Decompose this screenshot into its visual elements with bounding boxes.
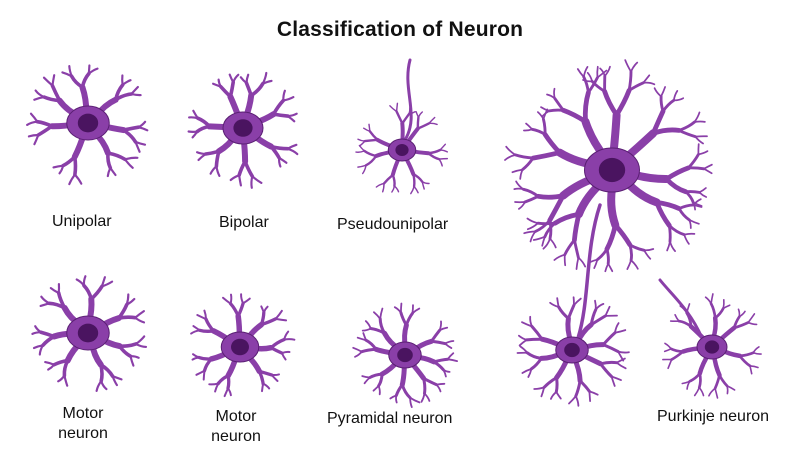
neuron-purkinje-2 xyxy=(658,278,762,399)
label-motor-neuron-1-line1: Motor xyxy=(62,405,104,422)
label-motor-neuron-2-line1: Motor xyxy=(215,408,257,425)
neuron-pseudounipolar xyxy=(355,58,449,195)
label-bipolar: Bipolar xyxy=(219,214,269,231)
label-unipolar: Unipolar xyxy=(52,213,112,230)
neuron-bipolar xyxy=(187,71,299,189)
neuron-pyramidal xyxy=(352,302,458,408)
label-motor-neuron-1-line2: neuron xyxy=(58,425,108,442)
label-purkinje-neuron: Purkinje neuron xyxy=(657,408,770,425)
neuron-motor-2 xyxy=(190,293,296,398)
diagram-title: Classification of Neuron xyxy=(276,18,524,41)
label-pseudounipolar: Pseudounipolar xyxy=(337,216,449,233)
neuron-unipolar xyxy=(26,64,149,186)
neuron-motor-1 xyxy=(31,275,148,392)
neuron-large-multipolar xyxy=(504,59,713,273)
label-motor-neuron-2-line2: neuron xyxy=(211,428,261,445)
label-pyramidal-neuron: Pyramidal neuron xyxy=(327,410,453,427)
neuron-purkinje-1 xyxy=(516,203,630,407)
